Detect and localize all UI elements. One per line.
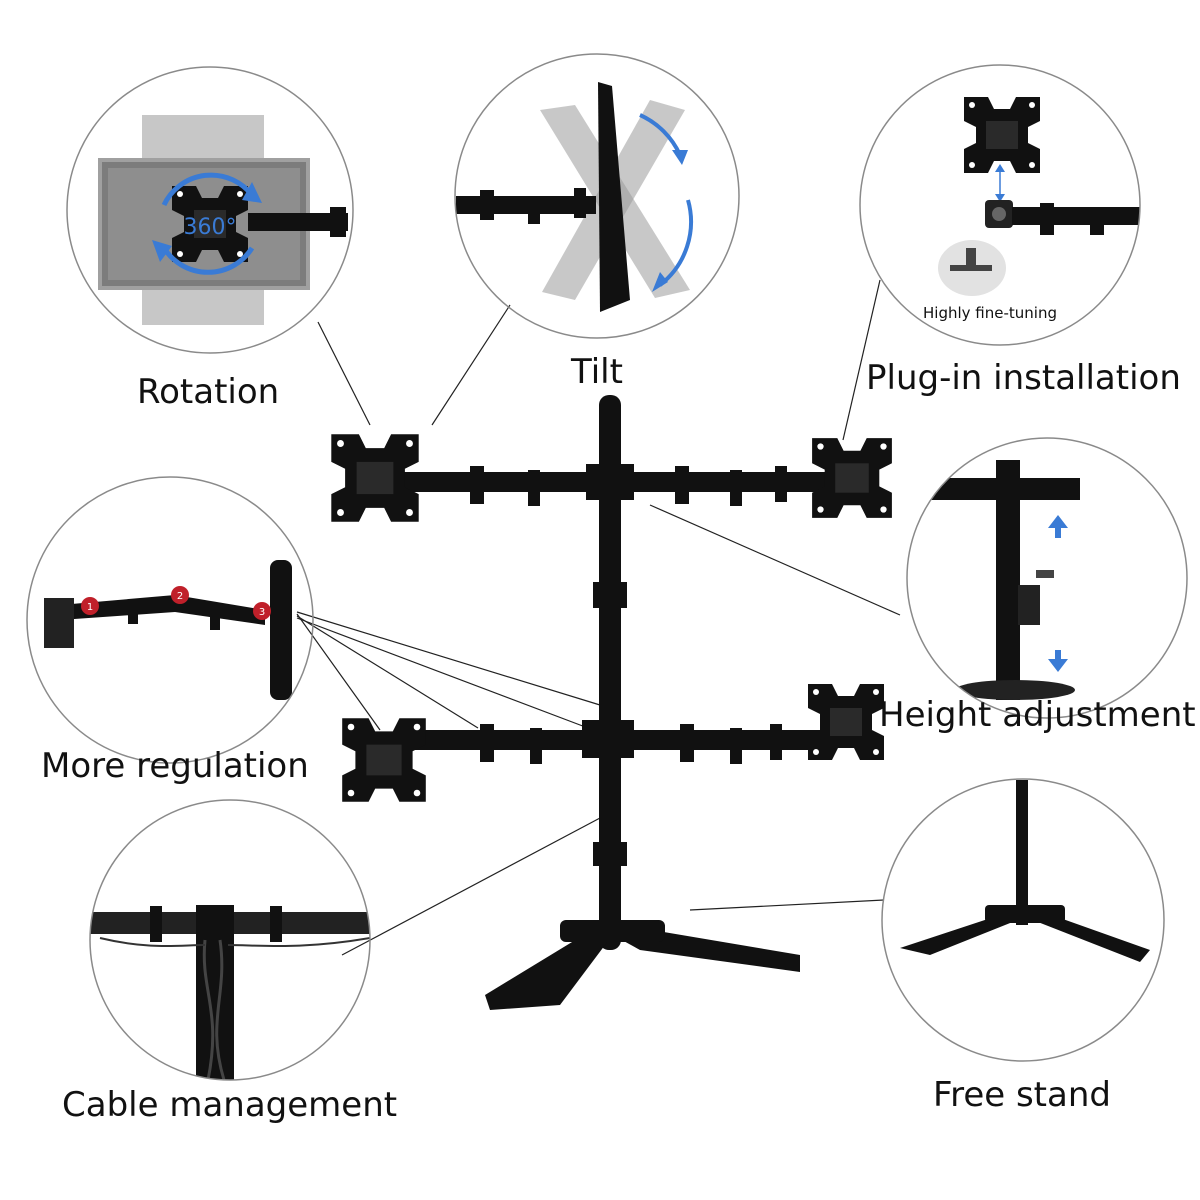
plugin-label: Plug-in installation bbox=[866, 358, 1181, 398]
regulation-detail-circle bbox=[26, 476, 314, 764]
height-label: Height adjustment bbox=[879, 695, 1196, 735]
stand-label: Free stand bbox=[933, 1075, 1111, 1115]
joint-marker-1: 1 bbox=[87, 602, 93, 613]
rotation-badge: 360° bbox=[184, 215, 237, 240]
rotation-detail-circle bbox=[66, 66, 354, 354]
regulation-label: More regulation bbox=[41, 746, 309, 786]
plugin-caption: Highly fine-tuning bbox=[923, 304, 1057, 322]
cable-label: Cable management bbox=[62, 1085, 398, 1125]
leader-lines bbox=[296, 279, 901, 956]
quad-monitor-stand bbox=[331, 395, 892, 1010]
height-detail-circle bbox=[906, 437, 1188, 719]
tilt-label: Tilt bbox=[571, 352, 623, 392]
stand-detail-circle bbox=[881, 778, 1165, 1062]
tilt-detail-circle bbox=[454, 53, 740, 339]
joint-marker-3: 3 bbox=[259, 607, 265, 618]
plugin-detail-circle bbox=[859, 64, 1141, 346]
joint-marker-2: 2 bbox=[177, 591, 183, 602]
cable-detail-circle bbox=[89, 799, 371, 1081]
rotation-label: Rotation bbox=[137, 372, 280, 412]
